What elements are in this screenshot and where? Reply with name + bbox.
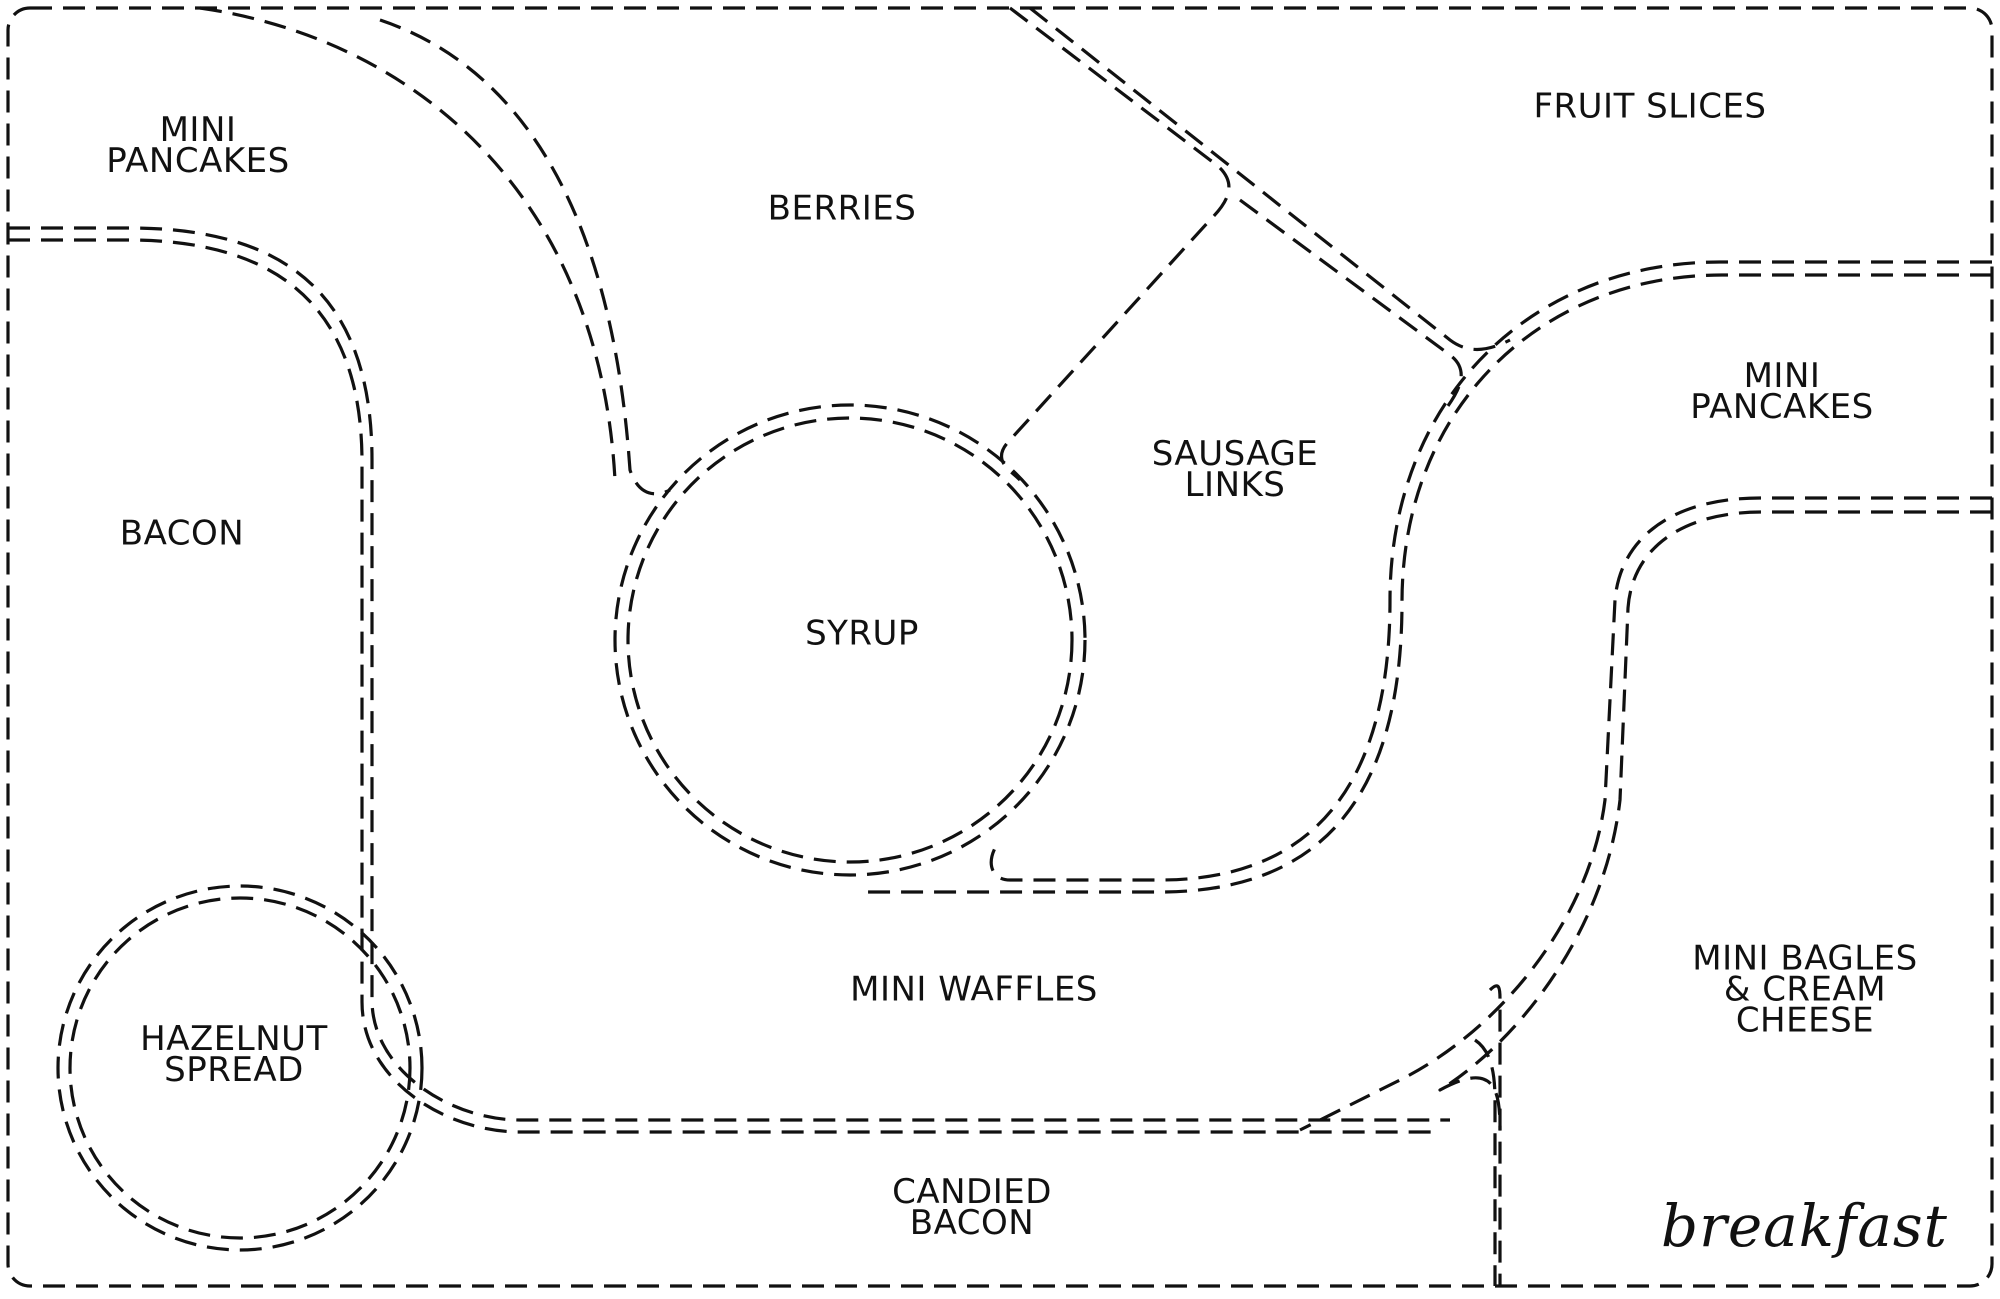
- divider-berries-fruit: [999, 6, 1231, 482]
- label-line: HAZELNUT: [140, 1019, 328, 1059]
- divider-sausage-pancakes-inner: [860, 273, 1992, 894]
- label-line: MINI: [159, 110, 237, 150]
- label-line: LINKS: [1184, 465, 1286, 505]
- label-berries: BERRIES: [767, 188, 917, 229]
- divider-sausage-top: [1239, 198, 1463, 411]
- hazelnut-cup-inner: [68, 896, 412, 1240]
- label-line: FRUIT SLICES: [1533, 86, 1767, 127]
- hazelnut-cup-outer: [56, 884, 424, 1252]
- divider-bacon-waffles-outer: [8, 226, 1450, 1122]
- divider-waffles-bagels-outer: [1299, 496, 1992, 1132]
- divider-candied-bagels-b: [1488, 984, 1502, 1286]
- label-line: & CREAM: [1723, 969, 1887, 1010]
- label-line: CANDIED: [892, 1172, 1052, 1212]
- label-line: SYRUP: [805, 613, 919, 654]
- syrup-cup-outer: [613, 403, 1087, 877]
- label-mini-pancakes-right: MINI PANCAKES: [1690, 356, 1874, 427]
- label-line: PANCAKES: [106, 141, 290, 181]
- label-hazelnut-spread: HAZELNUT SPREAD: [140, 1019, 328, 1090]
- label-fruit-slices: FRUIT SLICES: [1533, 86, 1767, 127]
- label-line: MINI BAGLES: [1692, 938, 1918, 979]
- divider-candied-bagels-a: [1474, 1038, 1497, 1286]
- divider-bacon-waffles-inner: [8, 238, 1440, 1134]
- divider-waffles-bagels-inner: [1438, 510, 1992, 1131]
- label-mini-waffles: MINI WAFFLES: [850, 969, 1098, 1010]
- label-line: SAUSAGE: [1151, 434, 1319, 474]
- label-line: SPREAD: [164, 1050, 304, 1090]
- label-line: PANCAKES: [1690, 387, 1874, 427]
- signature-text: breakfast: [1660, 1192, 1948, 1260]
- divider-fruit-sausage: [1029, 6, 1511, 352]
- label-candied-bacon: CANDIED BACON: [892, 1172, 1052, 1243]
- board-outline: [6, 6, 1994, 1288]
- label-line: MINI WAFFLES: [850, 969, 1098, 1010]
- divider-sausage-pancakes-outer: [989, 260, 1992, 882]
- divider-pancakes-berries-a: [199, 6, 617, 481]
- label-line: BERRIES: [767, 188, 917, 229]
- divider-pancakes-berries-b: [379, 18, 671, 496]
- label-mini-bagles: MINI BAGLES & CREAM CHEESE: [1692, 938, 1918, 1041]
- label-bacon: BACON: [119, 513, 245, 554]
- label-syrup: SYRUP: [805, 613, 919, 654]
- label-line: MINI: [1743, 356, 1821, 396]
- label-line: BACON: [909, 1203, 1035, 1243]
- syrup-cup-inner: [626, 416, 1074, 864]
- label-line: BACON: [119, 513, 245, 554]
- label-sausage-links: SAUSAGE LINKS: [1151, 434, 1319, 505]
- label-mini-pancakes-top-left: MINI PANCAKES: [106, 110, 290, 181]
- label-line: CHEESE: [1735, 1000, 1875, 1041]
